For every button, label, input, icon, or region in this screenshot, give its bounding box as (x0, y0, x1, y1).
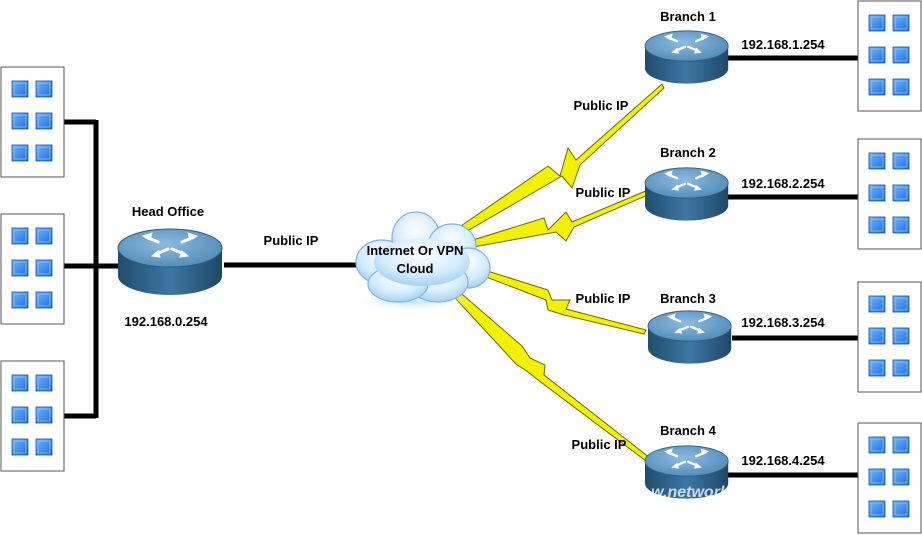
branch-4-lan-ip: 192.168.4.254 (741, 453, 825, 468)
router-icon (643, 29, 730, 85)
computer-group-icon (858, 282, 921, 392)
branch-2-router[interactable] (643, 166, 730, 222)
computer-group-icon (858, 139, 921, 249)
computer-group-icon (1, 361, 64, 471)
computer-group-icon (858, 1, 921, 111)
branch-1-lan-ip: 192.168.1.254 (741, 37, 825, 52)
branch-1-label: Branch 1 (660, 9, 716, 24)
cloud-label-line2: Cloud (397, 261, 434, 276)
router-icon (646, 309, 733, 365)
head-office-lan-ip: 192.168.0.254 (124, 314, 208, 329)
branch-2-label: Branch 2 (660, 145, 716, 160)
branch-3-lan-ip: 192.168.3.254 (741, 315, 825, 330)
branch-1-wan-label: Public IP (574, 98, 629, 113)
branch-2-wan-label: Public IP (576, 185, 631, 200)
branch-3-label: Branch 3 (660, 291, 716, 306)
branch-4-wan-label: Public IP (572, 437, 627, 452)
cloud-icon (351, 211, 491, 311)
branch-4-label: Branch 4 (660, 423, 716, 438)
branch-2-lan-ip: 192.168.2.254 (741, 176, 825, 191)
computer-group-icon (858, 423, 921, 533)
head-office-router[interactable] (116, 227, 224, 297)
router-icon (643, 166, 730, 222)
head-office-lan-cabling (64, 119, 118, 419)
computer-group-icon (1, 67, 64, 177)
cloud-label-line1: Internet Or VPN (367, 243, 464, 258)
branch-3-wan-label: Public IP (576, 291, 631, 306)
watermark-text: w.network (651, 484, 730, 501)
branch-lan-cabling (726, 55, 862, 478)
head-office-label: Head Office (132, 204, 204, 219)
head-office-wan-label: Public IP (264, 233, 319, 248)
branch-3-router[interactable] (646, 309, 733, 365)
computer-group-icon (1, 214, 64, 324)
branch-1-router[interactable] (643, 29, 730, 85)
router-icon (116, 227, 224, 297)
